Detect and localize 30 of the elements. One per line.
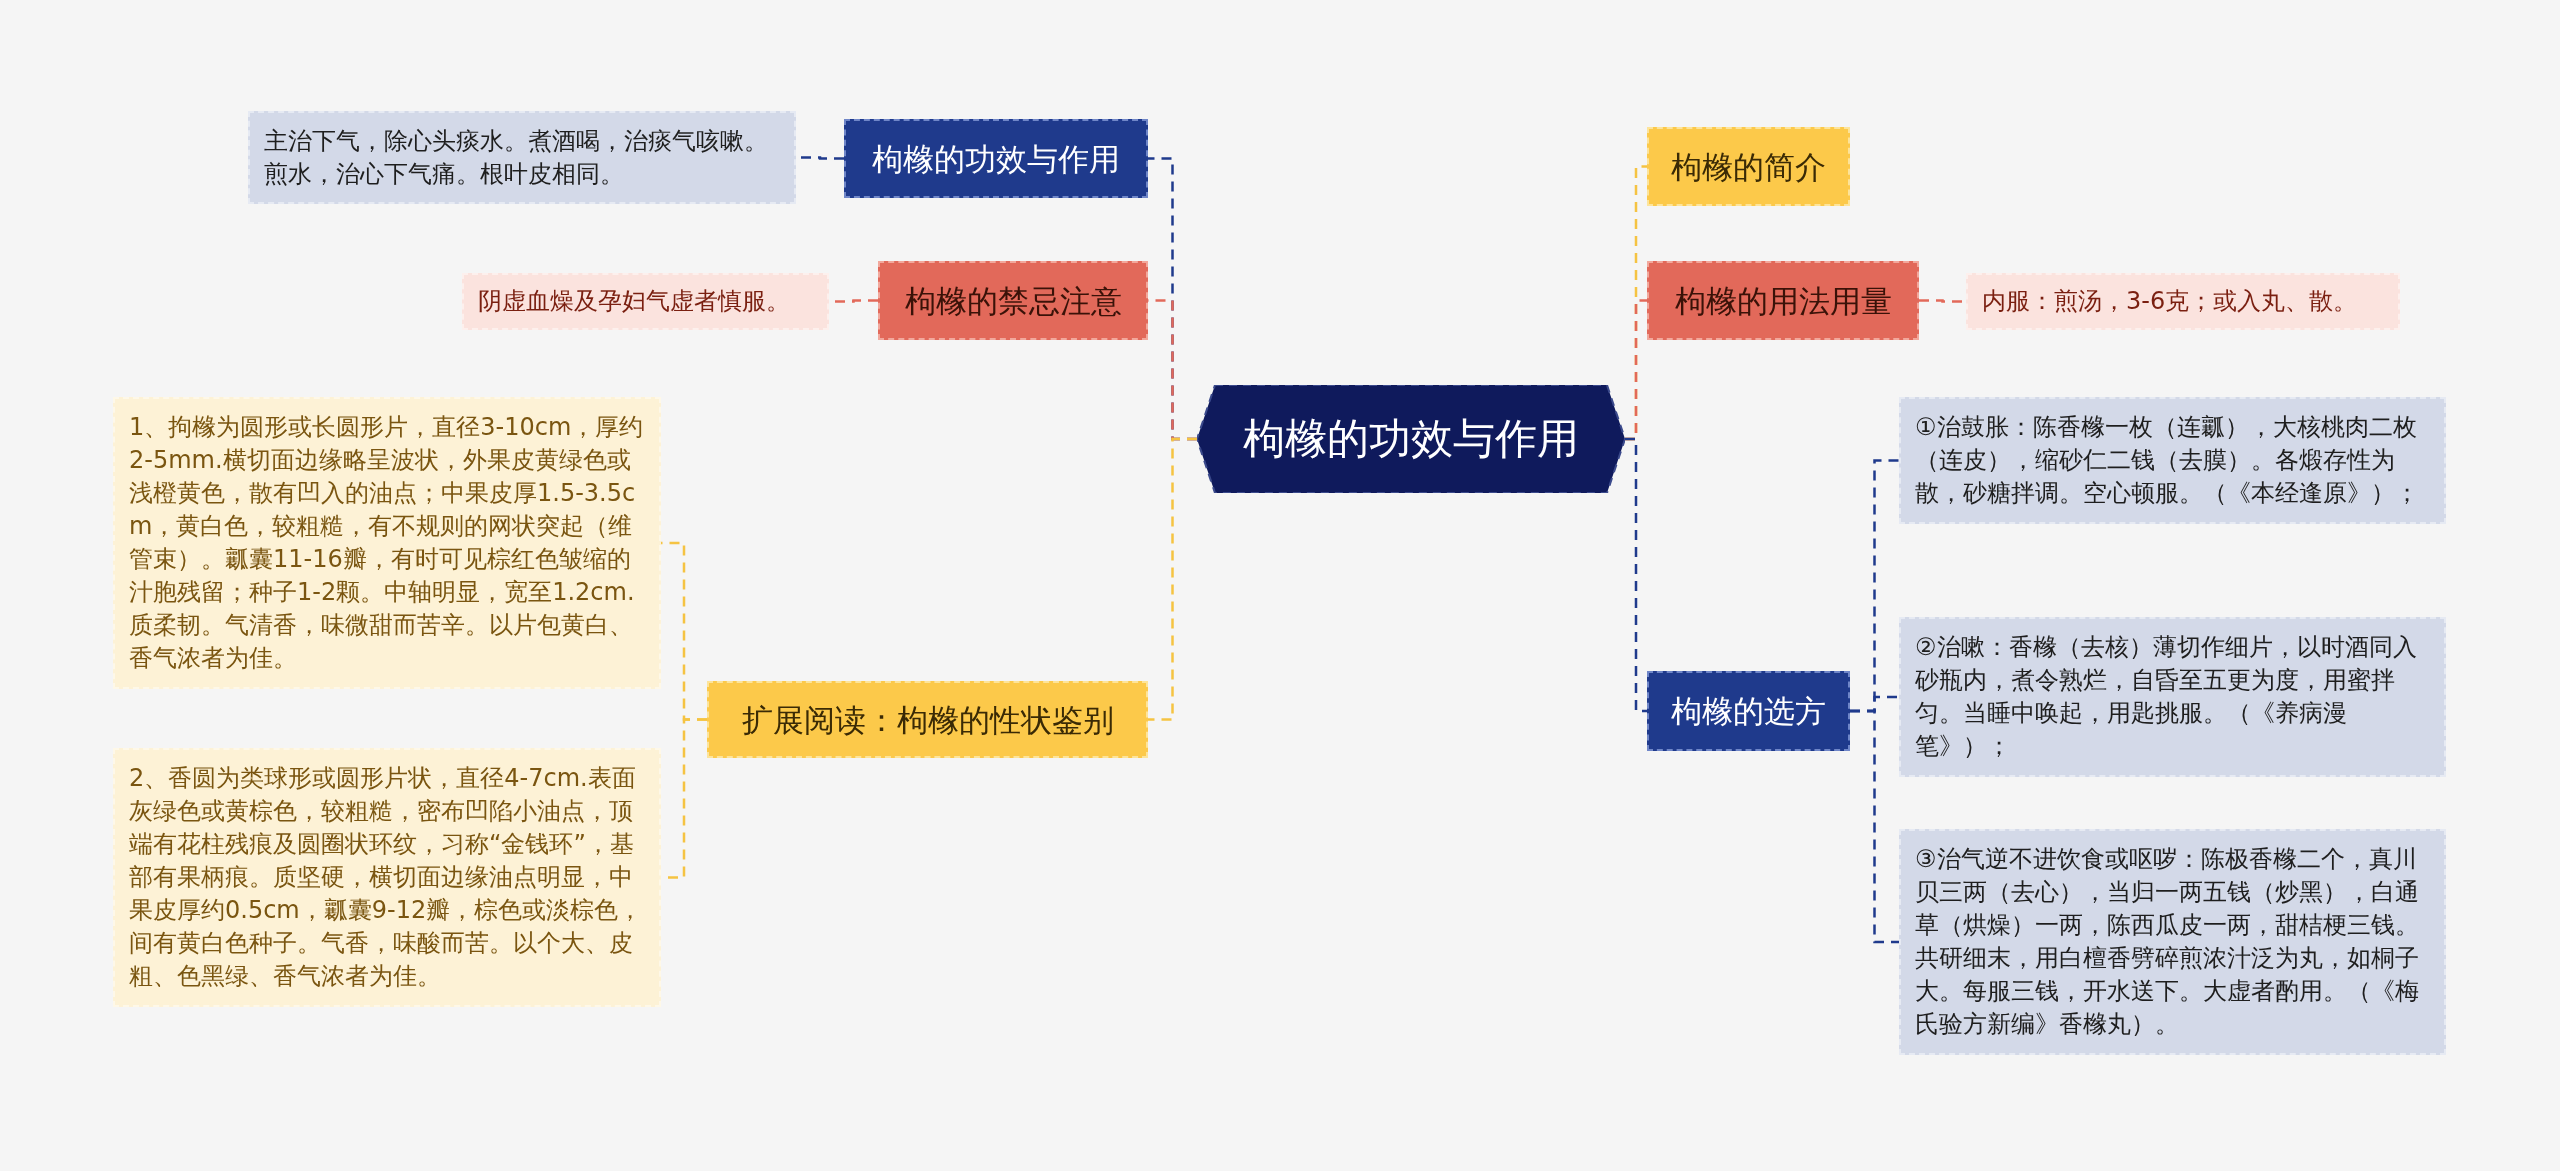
topic-text: 枸橼的选方	[1671, 692, 1826, 731]
topic-text: 枸橼的功效与作用	[872, 139, 1120, 179]
note-text: 1、拘橼为圆形或长圆形片，直径3-10cm，厚约2-5mm.横切面边缘略呈波状，外果皮黄绿色或浅橙黄色，散有凹入的油点；中果皮厚1.5-3.5cm，黄白色，较粗糙，有不规则的网状突起（维管束）。瓤囊11-16瓣，有时可见棕红色皱缩的汁胞残留；种子1-2颗。中轴明显，宽至1.2cm.质柔韧。气清香，味微甜而苦辛。以片包黄白、香气浓者为佳。	[129, 412, 645, 674]
note-text: 2、香圆为类球形或圆形片状，直径4-7cm.表面灰绿色或黄棕色，较粗糙，密布凹陷小油点，顶端有花柱残痕及圆圈状环纹，习称“金钱环”，基部有果柄痕。质坚硬，横切面边缘油点明显，中果皮厚约0.5cm，瓤囊9-12瓣，棕色或淡棕色，间有黄白色种子。气香，味酸而苦。以个大、皮粗、色黑绿、香气浓者为佳。	[129, 763, 644, 992]
topic-box	[878, 261, 1148, 340]
connector-line	[1148, 437, 1197, 721]
connector-line	[1850, 709, 1899, 944]
note-text: ②治嗽：香橼（去核）薄切作细片，以时酒同入砂瓶内，煮令熟烂，自昏至五更为度，用蜜拌匀。当睡中唤起，用匙挑服。（《养病漫笔》）；	[1915, 632, 2418, 762]
note-box	[1899, 397, 2446, 524]
connector-line	[1625, 437, 1647, 713]
topic-text: 枸橼的用法用量	[1674, 281, 1892, 321]
note-box	[248, 111, 796, 204]
note-box	[1899, 617, 2446, 777]
note-text: ③治气逆不进饮食或呕哕：陈极香橼二个，真川贝三两（去心），当归一两五钱（炒黑），白通草（烘燥）一两，陈西瓜皮一两，甜桔梗三钱。共研细末，用白檀香劈碎煎浓汁泛为丸，如桐子大。每服三钱，开水送下。大虚者酌用。（《梅氏验方新编》香橼丸）。	[1915, 844, 2420, 1040]
topic-box	[844, 119, 1148, 198]
topic-box	[707, 681, 1148, 758]
topic-box	[1647, 127, 1850, 206]
topic-text: 枸橼的禁忌注意	[904, 281, 1122, 321]
topic-box	[1647, 261, 1919, 340]
note-box	[113, 397, 661, 689]
note-text: 主治下气，除心头痰水。煮酒喝，治痰气咳嗽。煎水，治心下气痛。根叶皮相同。	[264, 125, 769, 190]
note-box	[1899, 829, 2446, 1055]
note-text: 内服：煎汤，3-6克；或入丸、散。	[1982, 286, 2358, 317]
note-text: 阴虚血燥及孕妇气虚者慎服。	[478, 286, 790, 317]
note-box	[113, 748, 661, 1007]
topic-text: 枸橼的简介	[1671, 147, 1826, 187]
note-text: ①治鼓胀：陈香橼一枚（连瓤），大核桃肉二枚（连皮），缩砂仁二钱（去膜）。各煅存性为散，砂糖拌调。空心顿服。（《本经逢原》）；	[1915, 412, 2420, 509]
topic-box	[1647, 671, 1850, 751]
topic-text: 扩展阅读：枸橼的性状鉴别	[741, 700, 1114, 740]
central-topic-text: 枸橼的功效与作用	[1243, 413, 1579, 465]
